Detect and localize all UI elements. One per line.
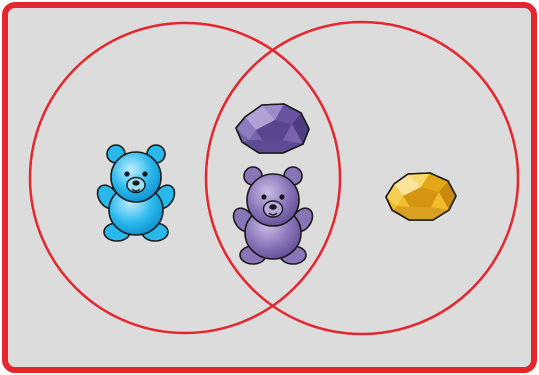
venn-diagram	[0, 0, 539, 375]
venn-diagram-stage	[0, 0, 539, 375]
